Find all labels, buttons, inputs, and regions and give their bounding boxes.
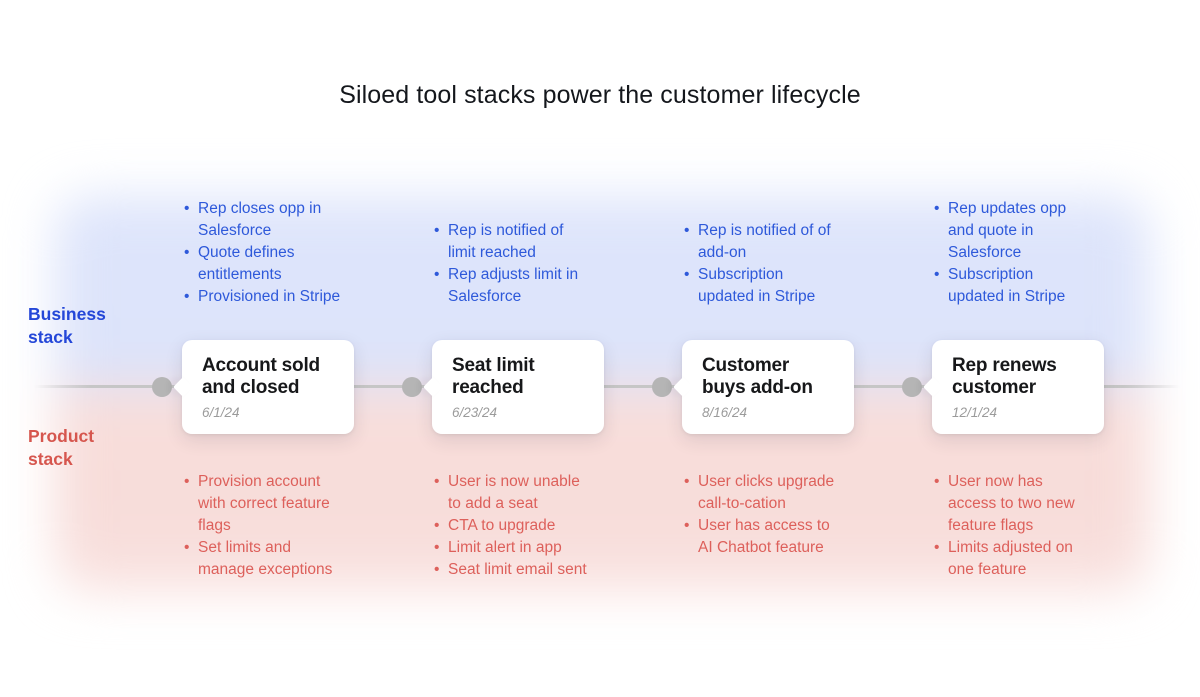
bullet-item: Subscription updated in Stripe (932, 264, 1104, 308)
milestone-date: 6/23/24 (452, 405, 498, 420)
milestone-title: Rep renews customer (952, 355, 1057, 398)
bullet-item: User now has access to two new feature f… (932, 471, 1104, 537)
milestone-column-account-sold: Rep closes opp in Salesforce Quote defin… (173, 0, 354, 697)
milestone-title: Account sold and closed (202, 355, 320, 398)
bullet-item: Rep adjusts limit in Salesforce (432, 264, 604, 308)
lane-label-business-stack: Business stack (28, 304, 106, 347)
product-stack-list: User clicks upgrade call-to-cation User … (682, 471, 854, 559)
milestone-column-buys-addon: Rep is notified of of add-on Subscriptio… (673, 0, 854, 697)
milestone-card-account-sold: Account sold and closed 6/1/24 (173, 340, 354, 434)
bullet-item: User has access to AI Chatbot feature (682, 515, 854, 559)
bullet-item: User clicks upgrade call-to-cation (682, 471, 854, 515)
timeline-line (34, 385, 1180, 388)
bullet-item: Rep is notified of of add-on (682, 220, 854, 264)
milestone-title: Seat limit reached (452, 355, 535, 398)
business-stack-list: Rep updates opp and quote in Salesforce … (932, 198, 1104, 308)
bullet-item: Subscription updated in Stripe (682, 264, 854, 308)
product-stack-list: User is now unable to add a seat CTA to … (432, 471, 604, 581)
timeline-dot-4 (902, 377, 922, 397)
milestone-card-buys-addon: Customer buys add-on 8/16/24 (673, 340, 854, 434)
milestone-column-renews: Rep updates opp and quote in Salesforce … (923, 0, 1104, 697)
milestone-card-seat-limit: Seat limit reached 6/23/24 (423, 340, 604, 434)
bullet-item: Rep is notified of limit reached (432, 220, 604, 264)
bullet-item: Set limits and manage exceptions (182, 537, 354, 581)
bullet-item: Quote defines entitlements (182, 242, 354, 286)
milestone-date: 12/1/24 (952, 405, 998, 420)
bullet-item: CTA to upgrade (432, 515, 604, 537)
bullet-item: Limit alert in app (432, 537, 604, 559)
product-stack-list: User now has access to two new feature f… (932, 471, 1104, 581)
bullet-item: Seat limit email sent (432, 559, 604, 581)
business-stack-list: Rep is notified of limit reached Rep adj… (432, 220, 604, 308)
product-stack-list: Provision account with correct feature f… (182, 471, 354, 581)
milestone-title: Customer buys add-on (702, 355, 813, 398)
timeline-dot-2 (402, 377, 422, 397)
bullet-item: Rep updates opp and quote in Salesforce (932, 198, 1104, 264)
bullet-item: Provision account with correct feature f… (182, 471, 354, 537)
timeline-dot-3 (652, 377, 672, 397)
bullet-item: Limits adjusted on one feature (932, 537, 1104, 581)
bullet-item: Rep closes opp in Salesforce (182, 198, 354, 242)
timeline-dot-1 (152, 377, 172, 397)
milestone-date: 8/16/24 (702, 405, 748, 420)
business-stack-list: Rep is notified of of add-on Subscriptio… (682, 220, 854, 308)
bullet-item: Provisioned in Stripe (182, 286, 354, 308)
milestone-card-renews: Rep renews customer 12/1/24 (923, 340, 1104, 434)
lane-label-product-stack: Product stack (28, 426, 95, 469)
milestone-date: 6/1/24 (202, 405, 240, 420)
milestone-column-seat-limit: Rep is notified of limit reached Rep adj… (423, 0, 604, 697)
business-stack-list: Rep closes opp in Salesforce Quote defin… (182, 198, 354, 308)
page-title: Siloed tool stacks power the customer li… (339, 81, 861, 109)
bullet-item: User is now unable to add a seat (432, 471, 604, 515)
